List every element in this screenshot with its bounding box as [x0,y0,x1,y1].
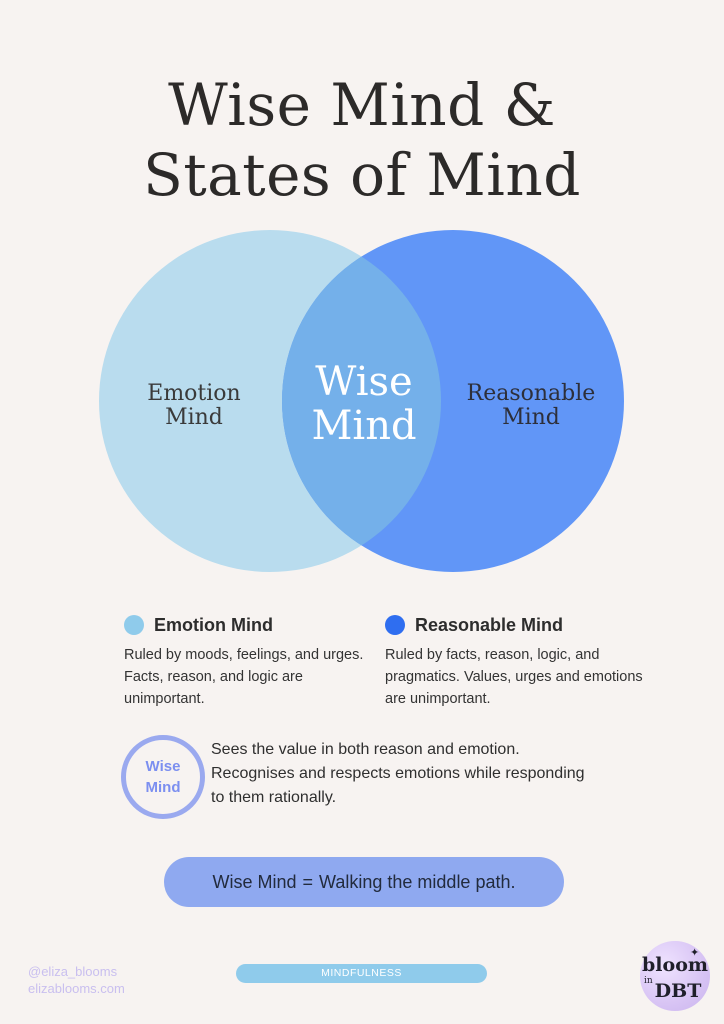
author-credits: @eliza_blooms elizablooms.com [28,963,125,997]
social-handle: @eliza_blooms [28,964,118,979]
bloom-in-dbt-logo: ✦ bloom in DBT [640,941,710,1011]
logo-word-in: in [644,976,653,986]
page-title: Wise Mind & States of Mind [0,70,724,210]
title-line-2: States of Mind [143,141,581,209]
emotion-dot-icon [124,615,144,635]
wise-mind-badge: Wise Mind [121,735,205,819]
venn-diagram: Emotion Mind Wise Mind Reasonable Mind [0,230,724,580]
reasonable-label-line-1: Reasonable [466,381,596,406]
emotion-label-line-1: Emotion [147,381,241,406]
title-line-1: Wise Mind & [168,71,556,139]
wise-label-line-1: Wise [315,359,413,405]
wise-mind-label: Wise Mind [282,360,446,448]
reasonable-dot-icon [385,615,405,635]
logo-word-dbt: DBT [654,980,702,1002]
emotion-legend-description: Ruled by moods, feelings, and urges. Fac… [124,647,364,707]
sparkle-icon: ✦ [690,946,700,959]
wise-mind-description: Sees the value in both reason and emotio… [211,741,585,806]
emotion-legend-title: Emotion Mind [154,614,273,635]
venn-circles [99,230,624,572]
middle-path-banner: Wise Mind = Walking the middle path. [164,857,564,907]
reasonable-legend-title: Reasonable Mind [415,614,564,635]
emotion-mind-legend: Emotion Mind Ruled by moods, feelings, a… [124,612,384,710]
wise-mind-overlap [282,230,441,572]
middle-path-right: Walking the middle path. [319,871,516,892]
reasonable-mind-legend: Reasonable Mind Ruled by facts, reason, … [385,612,655,710]
reasonable-legend-description: Ruled by facts, reason, logic, and pragm… [385,647,643,707]
badge-line-1: Wise [145,758,181,775]
category-tag: MINDFULNESS [236,964,487,983]
website-url: elizablooms.com [28,981,125,996]
badge-line-2: Mind [145,779,181,796]
middle-path-equals: = [302,871,314,892]
reasonable-mind-label: Reasonable Mind [448,382,614,430]
logo-word-bloom: bloom [642,954,708,976]
middle-path-left: Wise Mind [212,871,297,892]
emotion-label-line-2: Mind [165,405,223,430]
emotion-mind-label: Emotion Mind [128,382,260,430]
reasonable-label-line-2: Mind [502,405,560,430]
wise-label-line-2: Mind [311,403,417,449]
